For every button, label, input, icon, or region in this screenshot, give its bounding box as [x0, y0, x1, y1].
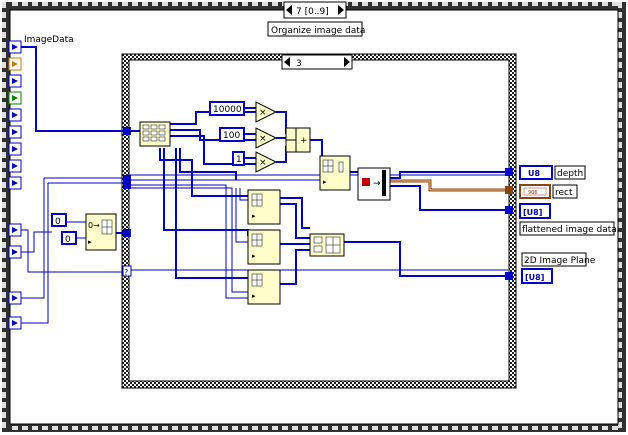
constant-100-value: 100	[223, 131, 240, 141]
svg-text:▸: ▸	[252, 212, 256, 220]
input-terminal[interactable]	[8, 91, 22, 105]
svg-text:▸: ▸	[252, 252, 256, 260]
wires	[21, 46, 508, 324]
initialize-array-node[interactable]: ▸	[319, 155, 351, 191]
input-terminal[interactable]	[8, 176, 22, 190]
input-terminal[interactable]	[8, 245, 22, 259]
multiply-node[interactable]: ×	[255, 151, 278, 173]
compound-add-node[interactable]: +	[285, 127, 311, 153]
image-plane-label: 2D Image Plane	[524, 256, 596, 266]
frame-label-text: Organize image data	[271, 26, 365, 36]
depth-label: depth	[557, 169, 583, 179]
flattened-data-type: [U8]	[523, 208, 542, 217]
svg-text:▸: ▸	[88, 238, 92, 246]
case-selector[interactable]: 3	[281, 54, 353, 70]
multiply-node[interactable]: ×	[255, 127, 278, 149]
svg-text:?: ?	[124, 268, 128, 277]
frame-selector-value: 7 [0..9]	[296, 7, 329, 17]
input-terminal[interactable]	[8, 159, 22, 173]
build-cluster-node[interactable]: →	[357, 167, 391, 201]
svg-text:+: +	[300, 136, 308, 146]
input-terminals	[8, 40, 22, 330]
index-array-node[interactable]: ▸	[247, 229, 281, 265]
constant-1-value: 1	[236, 155, 242, 165]
inner-case-frame	[121, 53, 517, 389]
case-increment-icon[interactable]	[344, 57, 350, 67]
frame-label: Organize image data	[267, 21, 365, 37]
svg-text:0→: 0→	[88, 221, 100, 230]
tunnels: ?	[122, 127, 513, 280]
image-data-label: ImageData	[24, 35, 74, 45]
input-terminal[interactable]	[8, 316, 22, 330]
case-decrement-icon[interactable]	[284, 57, 290, 67]
case-selector-value: 3	[296, 59, 302, 69]
rect-indicator[interactable]: 906	[519, 184, 551, 199]
constant-1[interactable]: 1	[232, 151, 245, 166]
depth-label-box: depth	[554, 165, 586, 180]
multiply-node[interactable]: ×	[255, 101, 278, 123]
input-terminal[interactable]	[8, 108, 22, 122]
svg-text:▸: ▸	[323, 178, 327, 186]
depth-type: U8	[528, 169, 540, 178]
input-terminal[interactable]	[8, 125, 22, 139]
constant-10000[interactable]: 10000	[209, 101, 245, 116]
depth-indicator[interactable]: U8	[519, 165, 553, 180]
svg-text:→: →	[373, 179, 381, 189]
rect-label: rect	[555, 188, 573, 198]
svg-text:×: ×	[259, 108, 267, 118]
build-array-node[interactable]	[309, 233, 345, 257]
rect-wire	[390, 179, 508, 192]
constant-zero-b: 0	[65, 235, 71, 245]
flattened-data-indicator[interactable]: [U8]	[519, 203, 551, 219]
constant-10000-value: 10000	[213, 105, 242, 115]
svg-text:906: 906	[528, 190, 538, 196]
input-terminal[interactable]	[8, 142, 22, 156]
array-subset-node[interactable]: 0 0 0→ ▸	[51, 213, 117, 251]
constant-100[interactable]: 100	[219, 127, 245, 142]
input-terminal[interactable]	[8, 74, 22, 88]
increment-arrow-icon[interactable]	[338, 5, 344, 15]
image-plane-type: [U8]	[525, 273, 544, 282]
svg-text:×: ×	[259, 134, 267, 144]
decrement-arrow-icon[interactable]	[286, 5, 292, 15]
flattened-label: flattened image data	[522, 225, 617, 235]
frame-selector[interactable]: 7 [0..9]	[283, 1, 347, 19]
input-terminal[interactable]	[8, 40, 22, 54]
rect-label-box: rect	[552, 184, 578, 199]
svg-text:×: ×	[259, 158, 267, 168]
index-array-node[interactable]: ▸	[247, 189, 281, 225]
image-plane-indicator[interactable]: [U8]	[521, 268, 553, 284]
svg-text:▸: ▸	[252, 292, 256, 300]
index-array-node[interactable]: ▸	[247, 269, 281, 305]
unbundle-node[interactable]	[139, 121, 171, 147]
flattened-label-box: flattened image data	[519, 221, 617, 236]
image-plane-label-box: 2D Image Plane	[521, 252, 596, 267]
constant-zero-a: 0	[55, 217, 61, 227]
input-terminal[interactable]	[8, 57, 22, 71]
input-terminal[interactable]	[8, 291, 22, 305]
input-terminal[interactable]	[8, 223, 22, 237]
